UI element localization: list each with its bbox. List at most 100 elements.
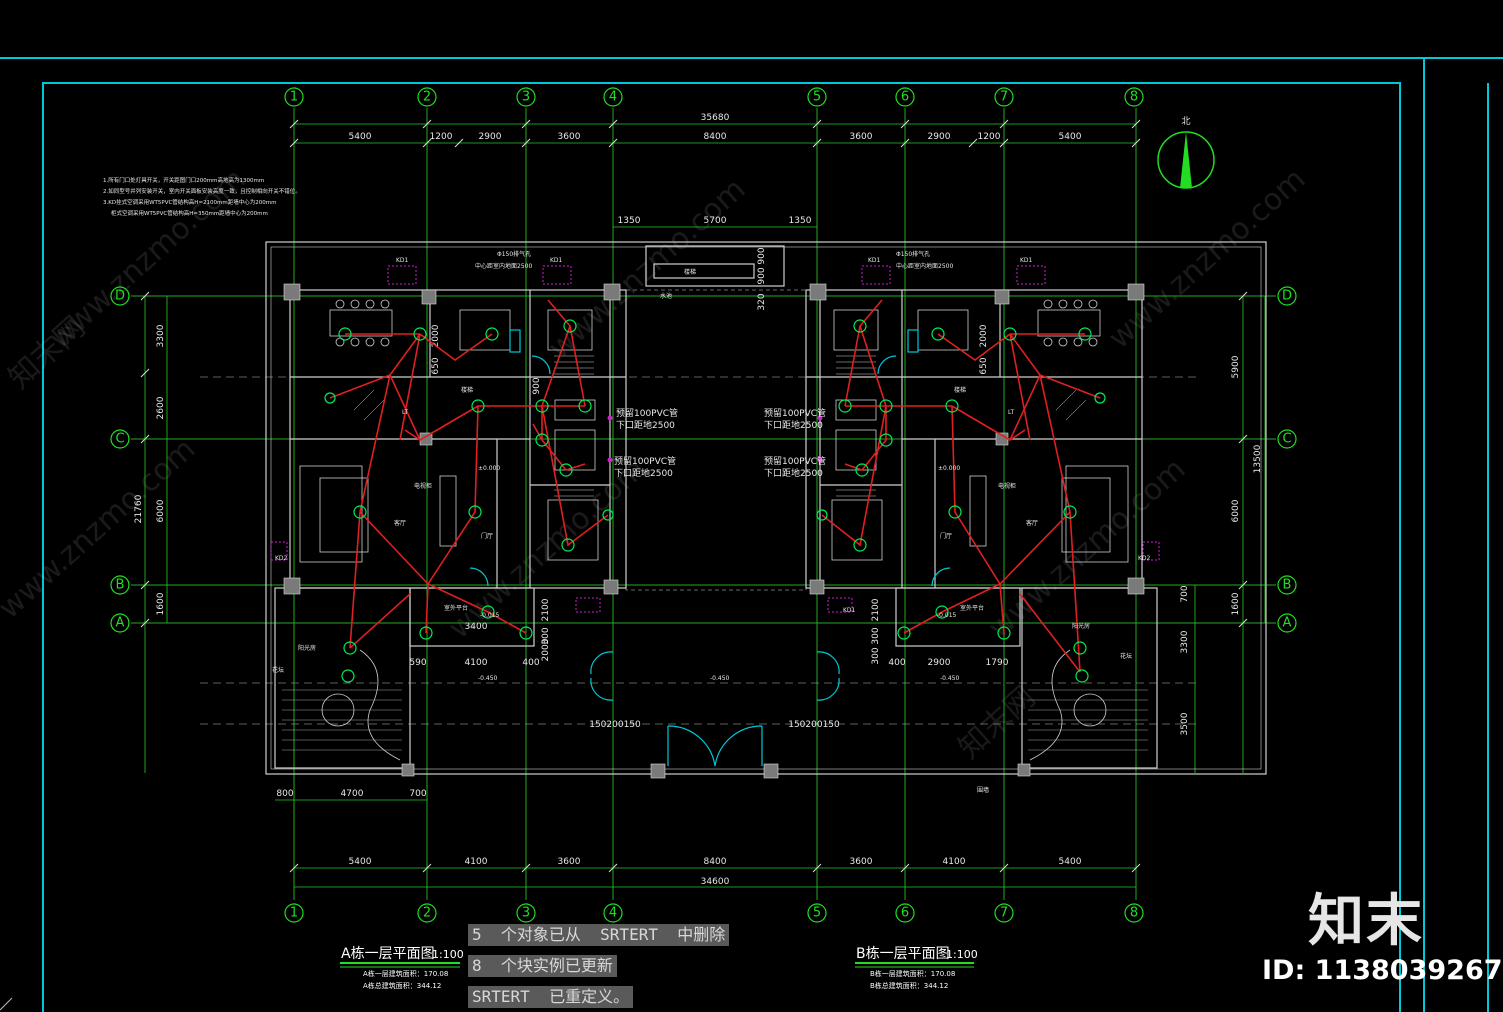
elevation-label: ±0.000: [938, 465, 960, 472]
dimension-text: 3300: [1180, 630, 1190, 653]
ac-label: KD1: [1020, 257, 1033, 264]
ac-label: KD2: [1138, 555, 1151, 562]
structural-columns: [283, 283, 1145, 779]
axis-label: 2: [423, 90, 431, 105]
pvc-height: 下口距地2500: [764, 419, 823, 431]
room-label: 围墙: [977, 786, 989, 794]
elevation-label: -0.015: [480, 612, 500, 619]
dimension-text: 650: [431, 357, 441, 374]
axis-label: 8: [1130, 906, 1138, 921]
watermark-text: www.znzmo.com: [0, 432, 202, 626]
room-label: 楼梯: [461, 386, 473, 394]
dimension-text: 13500: [1253, 444, 1263, 473]
dimension-texts-bottom: 5400 4100 3600 8400 3600 4100 5400 34600…: [276, 789, 1081, 887]
frame-corner-mark: [0, 997, 13, 1011]
design-notes: 1.所有门口处灯具开关，开关距图门口200mm高地高为1300mm 2.如同型号…: [103, 176, 301, 217]
dimension-text: 700: [409, 789, 426, 799]
axis-label: 4: [609, 90, 617, 105]
watermark-text: www.znzmo.com: [982, 452, 1192, 646]
drawing-title-right: B栋一层平面图 1:100 B栋一层建筑面积：170.08 B栋总建筑面积：34…: [855, 945, 978, 990]
dimension-text: 700: [1180, 585, 1190, 602]
dimension-ticks: [140, 119, 1248, 873]
dimension-text: 900: [532, 377, 542, 394]
axis-label: A: [116, 616, 125, 631]
dimension-text: 8400: [704, 132, 727, 142]
room-label: 电视柜: [998, 482, 1016, 490]
area-text: A栋一层建筑面积：170.08: [363, 969, 448, 978]
dimension-text: 1600: [1231, 592, 1241, 615]
note-line: 1.所有门口处灯具开关，开关距图门口200mm高地高为1300mm: [103, 176, 264, 184]
dimension-text: 5400: [349, 132, 372, 142]
ac-label: KD1: [550, 257, 563, 264]
vent-label: Φ150排气孔: [896, 250, 930, 258]
axis-label: 5: [813, 90, 821, 105]
room-label: 楼梯: [684, 268, 696, 276]
room-label: 室外平台: [444, 604, 468, 612]
ac-units: [270, 265, 1160, 613]
watermark-text: www.znzmo.com: [1102, 162, 1312, 356]
brand-logo: 知末: [1308, 889, 1424, 954]
pvc-label: 预留100PVC管: [614, 455, 676, 467]
room-label: 花坛: [1120, 652, 1132, 660]
dimension-text: 3600: [850, 132, 873, 142]
dimension-text: 21760: [134, 494, 144, 523]
dimension-text: 1200: [430, 132, 453, 142]
stair-hatch: [353, 355, 1087, 497]
dimension-text: 900: [757, 247, 767, 264]
room-label: 客厅: [394, 519, 406, 527]
room-label: 室外平台: [960, 604, 984, 612]
dimension-text: 5400: [349, 857, 372, 867]
dimension-text: 4100: [465, 658, 488, 668]
axis-label: 7: [1000, 90, 1008, 105]
dimension-text: 5400: [1059, 132, 1082, 142]
dimension-text: 800: [276, 789, 293, 799]
dimension-texts-platform: 590 4100 400 400 2900 1790 3400 15020015…: [409, 622, 1008, 730]
dimension-lines: [144, 123, 1266, 888]
north-label: 北: [1181, 116, 1190, 127]
dimension-text: 4100: [465, 857, 488, 867]
pvc-height: 下口距地2500: [764, 467, 823, 479]
dimension-text: 300: [871, 627, 881, 644]
dimension-text: 1600: [156, 592, 166, 615]
pvc-height: 下口距地2500: [614, 467, 673, 479]
elevation-label: -0.015: [937, 612, 957, 619]
axis-label: 6: [901, 90, 909, 105]
vent-label: Φ150排气孔: [497, 250, 531, 258]
room-label: 水池: [660, 292, 672, 300]
axis-label: D: [115, 289, 125, 304]
axis-label: 4: [609, 906, 617, 921]
ac-label: KD1: [868, 257, 881, 264]
dimension-text: 3500: [1180, 712, 1190, 735]
elevation-label: -0.450: [710, 675, 730, 682]
vent-label: 中心距室内地面2500: [475, 262, 532, 270]
dimension-text: 150200150: [788, 720, 840, 730]
area-text: A栋总建筑面积：344.12: [363, 981, 441, 990]
dimension-text: 5700: [704, 216, 727, 226]
pvc-label: 预留100PVC管: [764, 455, 826, 467]
watermark-brand-text: 知末网: [952, 680, 1042, 766]
dimension-text: 5900: [1231, 355, 1241, 378]
room-label: 花坛: [272, 666, 284, 674]
dimension-text: 4100: [943, 857, 966, 867]
axis-label: 3: [522, 906, 530, 921]
north-arrow-icon: 北: [1157, 116, 1215, 189]
axis-labels-side: D C B A D C B A: [115, 289, 1292, 631]
dimension-texts-vertical: 3300 2600 6000 1600 21760 5900 6000 1600…: [134, 247, 1263, 735]
dimension-texts-top: 35680 5400 1200 2900 3600 8400 3600 2900…: [349, 113, 1082, 226]
elevation-label: ±0.000: [478, 465, 500, 472]
axis-grid-dashes: [200, 376, 1200, 725]
dimension-text: 34600: [701, 877, 730, 887]
ac-label: KD1: [843, 607, 856, 614]
room-label: 楼梯: [954, 386, 966, 394]
dimension-text: 6000: [1231, 499, 1241, 522]
dimension-text: 5400: [1059, 857, 1082, 867]
axis-label: C: [1282, 432, 1291, 447]
note-line: 2.如同型号并列安装开关，室内开关面板安装高度一致，且控制相向开关不错位。: [103, 187, 301, 195]
dimension-text: 3300: [156, 324, 166, 347]
room-label: 客厅: [1026, 519, 1038, 527]
dimension-text: 150200150: [589, 720, 641, 730]
dimension-text: 8400: [704, 857, 727, 867]
dimension-text: 2000: [979, 324, 989, 347]
plan-scale: 1:100: [432, 948, 464, 961]
